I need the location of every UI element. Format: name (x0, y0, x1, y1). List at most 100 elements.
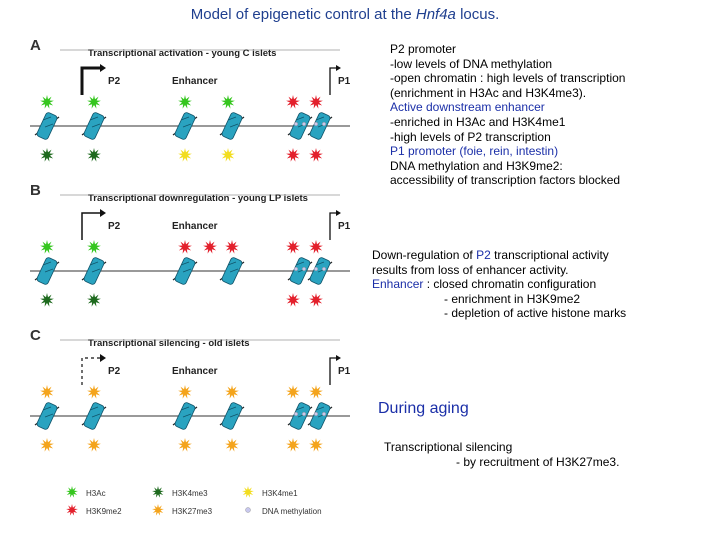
page-title: Model of epigenetic control at the Hnf4a… (0, 6, 690, 23)
title-gene: Hnf4a (415, 6, 456, 23)
silencing-line1: Transcriptional silencing (384, 440, 513, 454)
dna-methylation-dot (302, 267, 307, 272)
legend-item: DNA methylation (245, 507, 322, 516)
notes-b-p2: P2 (476, 248, 491, 262)
title-prefix: Model of epigenetic control at the (190, 6, 416, 23)
legend-item: H3Ac (66, 486, 106, 498)
panel-b-notes: Down-regulation of P2 transcriptional ac… (372, 248, 626, 321)
h3k27me3-star-icon (178, 385, 192, 399)
h3k4me1-star-icon (221, 148, 235, 162)
legend-label: H3K4me1 (262, 489, 298, 498)
h3k4me3-star-icon (40, 148, 54, 162)
title-suffix: locus. (455, 6, 500, 23)
panel-letter: B (30, 182, 41, 199)
notes-b-line2: results from loss of enhancer activity. (372, 262, 569, 277)
dna-methylation-dot (314, 267, 319, 272)
h3k9me2-star-icon (203, 240, 217, 254)
h3k9me2-star-icon (286, 240, 300, 254)
h3k4me1-star-icon (178, 148, 192, 162)
h3k27me3-star-icon (178, 438, 192, 452)
panel-letter: C (30, 327, 41, 344)
h3k27me3-star-icon (87, 438, 101, 452)
dna-methylation-dot (322, 412, 327, 417)
p1-label: P1 (338, 221, 351, 232)
h3k27me3-star-icon (309, 385, 323, 399)
dna-methylation-dot (302, 412, 307, 417)
dna-methylation-dot (314, 412, 319, 417)
legend-label: H3K27me3 (172, 507, 213, 516)
silencing-line2: - by recruitment of H3K27me3. (456, 455, 620, 469)
h3k27me3-star-icon (152, 504, 164, 516)
enhancer-label: Enhancer (172, 76, 218, 87)
notes-b-line4: - enrichment in H3K9me2 (444, 291, 581, 306)
p2-label: P2 (108, 76, 121, 87)
panel-heading: Transcriptional activation - young C isl… (88, 48, 276, 59)
h3k4me3-star-icon (87, 293, 101, 307)
legend-item: H3K27me3 (152, 504, 213, 516)
notes-a-line: -open chromatin : high levels of transcr… (390, 71, 626, 86)
notes-b-line1: Down-regulation of (372, 248, 477, 262)
enhancer-label: Enhancer (172, 366, 218, 377)
h3k9me2-star-icon (178, 240, 192, 254)
notes-a-line: -enriched in H3Ac and H3K4me1 (390, 114, 566, 129)
panel-c: C Transcriptional silencing - old isletsP… (30, 327, 351, 452)
panel-b: B Transcriptional downregulation - young … (30, 182, 351, 307)
h3ac-star-icon (178, 95, 192, 109)
notes-a-line: P1 promoter (foie, rein, intestin) (390, 144, 559, 159)
h3k9me2-star-icon (66, 504, 78, 516)
legend-item: H3K9me2 (66, 504, 122, 516)
h3ac-star-icon (66, 486, 78, 498)
notes-b-line1-end: transcriptional activity (490, 248, 609, 262)
legend-item: H3K4me3 (152, 486, 208, 498)
h3k27me3-star-icon (225, 438, 239, 452)
h3k4me3-star-icon (40, 293, 54, 307)
h3k27me3-star-icon (87, 385, 101, 399)
h3k9me2-star-icon (309, 240, 323, 254)
notes-a-line: -low levels of DNA methylation (390, 56, 553, 71)
dna-methylation-dot (314, 121, 319, 126)
h3k9me2-star-icon (286, 293, 300, 307)
h3k27me3-star-icon (286, 438, 300, 452)
h3ac-star-icon (40, 240, 54, 254)
legend-label: DNA methylation (262, 507, 322, 516)
panel-a-notes: P2 promoter-low levels of DNA methylatio… (390, 42, 625, 188)
panel-heading: Transcriptional silencing - old islets (88, 338, 250, 349)
h3k27me3-star-icon (309, 438, 323, 452)
notes-a-line: DNA methylation and H3K9me2: (390, 158, 563, 173)
h3k4me1-star-icon (242, 486, 254, 498)
h3ac-star-icon (87, 95, 101, 109)
notes-b-enhancer: Enhancer (372, 277, 424, 292)
notes-a-line: (enrichment in H3Ac and H3K4me3). (390, 85, 587, 100)
notes-a-line: accessibility of transcription factors b… (390, 173, 621, 188)
p2-label: P2 (108, 366, 121, 377)
aging-heading: During aging (378, 400, 469, 417)
dna-methylation-dot (322, 121, 327, 126)
panel-heading: Transcriptional downregulation - young L… (88, 193, 308, 204)
h3k9me2-star-icon (309, 95, 323, 109)
h3ac-star-icon (87, 240, 101, 254)
h3k4me3-star-icon (87, 148, 101, 162)
dna-methylation-dot (322, 267, 327, 272)
dna-methylation-dot (294, 412, 299, 417)
legend-label: H3Ac (86, 489, 106, 498)
notes-a-line: P2 promoter (390, 42, 457, 56)
notes-a-line: Active downstream enhancer (390, 100, 545, 115)
legend-label: H3K4me3 (172, 489, 208, 498)
h3k9me2-star-icon (309, 148, 323, 162)
p2-label: P2 (108, 221, 121, 232)
h3k4me3-star-icon (152, 486, 164, 498)
dna-methylation-dot (302, 121, 307, 126)
h3ac-star-icon (221, 95, 235, 109)
notes-b-line3: : closed chromatin configuration (423, 277, 597, 292)
h3ac-star-icon (40, 95, 54, 109)
dna-methylation-dot (294, 267, 299, 272)
h3k27me3-star-icon (40, 438, 54, 452)
dna-methylation-dot (294, 121, 299, 126)
h3k9me2-star-icon (286, 95, 300, 109)
h3k27me3-star-icon (225, 385, 239, 399)
notes-b-line5: - depletion of active histone marks (444, 306, 627, 321)
dna-methylation-icon (245, 507, 251, 513)
legend-label: H3K9me2 (86, 507, 122, 516)
